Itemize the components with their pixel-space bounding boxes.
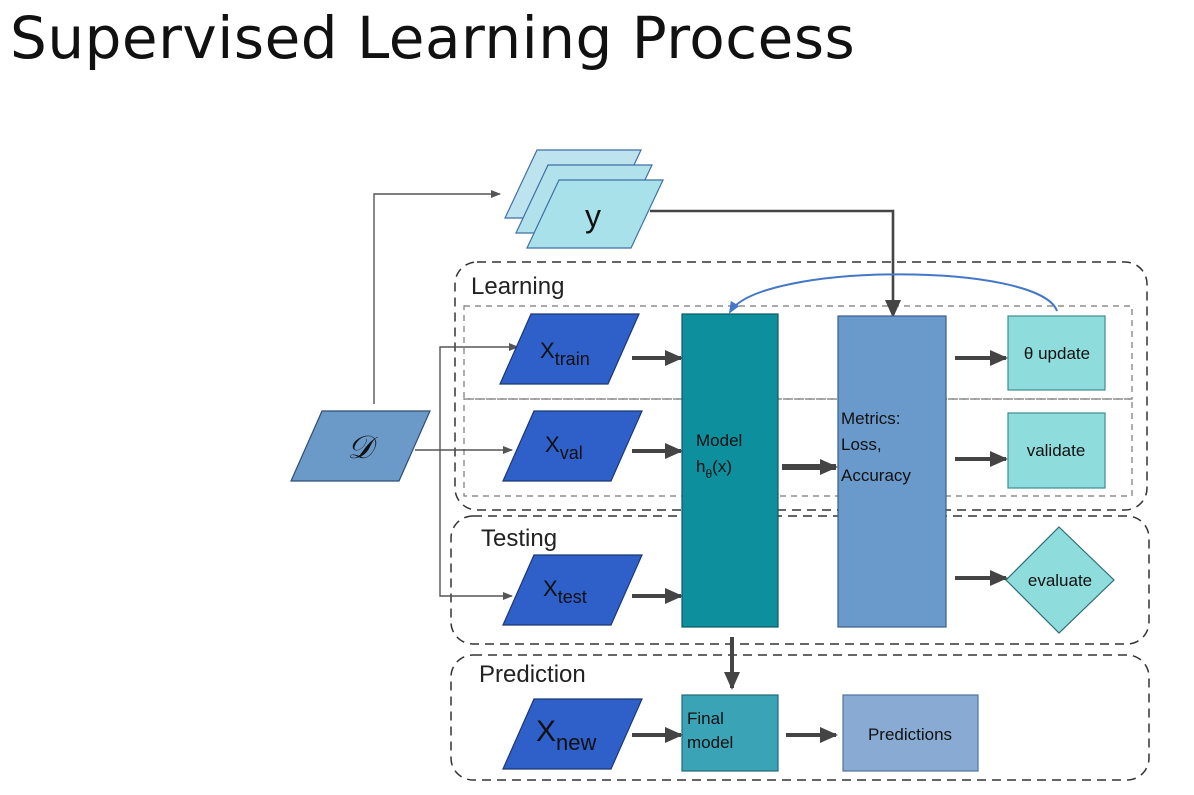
svg-text:hθ(x): hθ(x) (696, 457, 732, 481)
model-h-sub: θ (705, 467, 712, 481)
testing-label: Testing (481, 525, 557, 552)
svg-text:Xtest: Xtest (543, 576, 587, 607)
validate-box: validate (1007, 412, 1106, 489)
x-train-base: X (540, 338, 555, 363)
x-train-input: Xtrain (499, 313, 640, 385)
dataset-to-train-connector (439, 343, 519, 450)
model-h-rest: (x) (712, 457, 732, 476)
theta-update-label: θ update (1024, 344, 1090, 363)
metrics-accuracy: Accuracy (841, 466, 911, 485)
x-new-base: X (536, 715, 556, 748)
final-model-line1: Final (687, 709, 724, 728)
prediction-section (450, 654, 1150, 781)
dataset-node: 𝒟 (290, 410, 431, 482)
metrics-block: Metrics: Loss, Accuracy (837, 315, 947, 628)
x-train-sub: train (555, 349, 590, 369)
x-new-input: Xnew (502, 698, 643, 770)
metrics-loss: Loss, (841, 435, 882, 454)
labels-to-metrics-connector (650, 209, 901, 318)
evaluate-label: evaluate (1028, 571, 1092, 590)
x-new-sub: new (556, 730, 596, 755)
x-val-base: X (545, 432, 560, 457)
dataset-to-labels-connector (373, 190, 501, 404)
svg-text:Xval: Xval (545, 432, 583, 463)
prediction-label: Prediction (479, 661, 586, 688)
model-h-base: h (696, 457, 705, 476)
page-title: Supervised Learning Process (10, 4, 856, 72)
labels-stack: y (504, 149, 664, 249)
x-test-base: X (543, 576, 558, 601)
learning-section (454, 261, 1148, 511)
x-test-input: Xtest (502, 554, 643, 626)
predictions-label: Predictions (868, 725, 952, 744)
learning-label: Learning (471, 273, 564, 300)
dataset-to-test-connector (439, 450, 513, 600)
final-model-line2: model (687, 733, 733, 752)
evaluate-diamond: evaluate (1005, 526, 1115, 634)
theta-update-box: θ update (1007, 315, 1106, 391)
x-val-input: Xval (502, 410, 643, 482)
final-model-box: Final model (681, 694, 779, 772)
model-block: Model hθ(x) (681, 313, 779, 628)
learning-val-row (463, 398, 1133, 497)
svg-text:Xtrain: Xtrain (540, 338, 590, 369)
svg-text:Xnew: Xnew (536, 715, 596, 755)
metrics-title: Metrics: (841, 409, 901, 428)
predictions-box: Predictions (842, 694, 979, 772)
x-val-sub: val (560, 443, 583, 463)
labels-y: y (585, 198, 601, 234)
model-label: Model (696, 431, 742, 450)
testing-section (450, 515, 1150, 645)
validate-label: validate (1027, 441, 1086, 460)
x-test-sub: test (558, 587, 587, 607)
feedback-arrow (728, 273, 1058, 314)
